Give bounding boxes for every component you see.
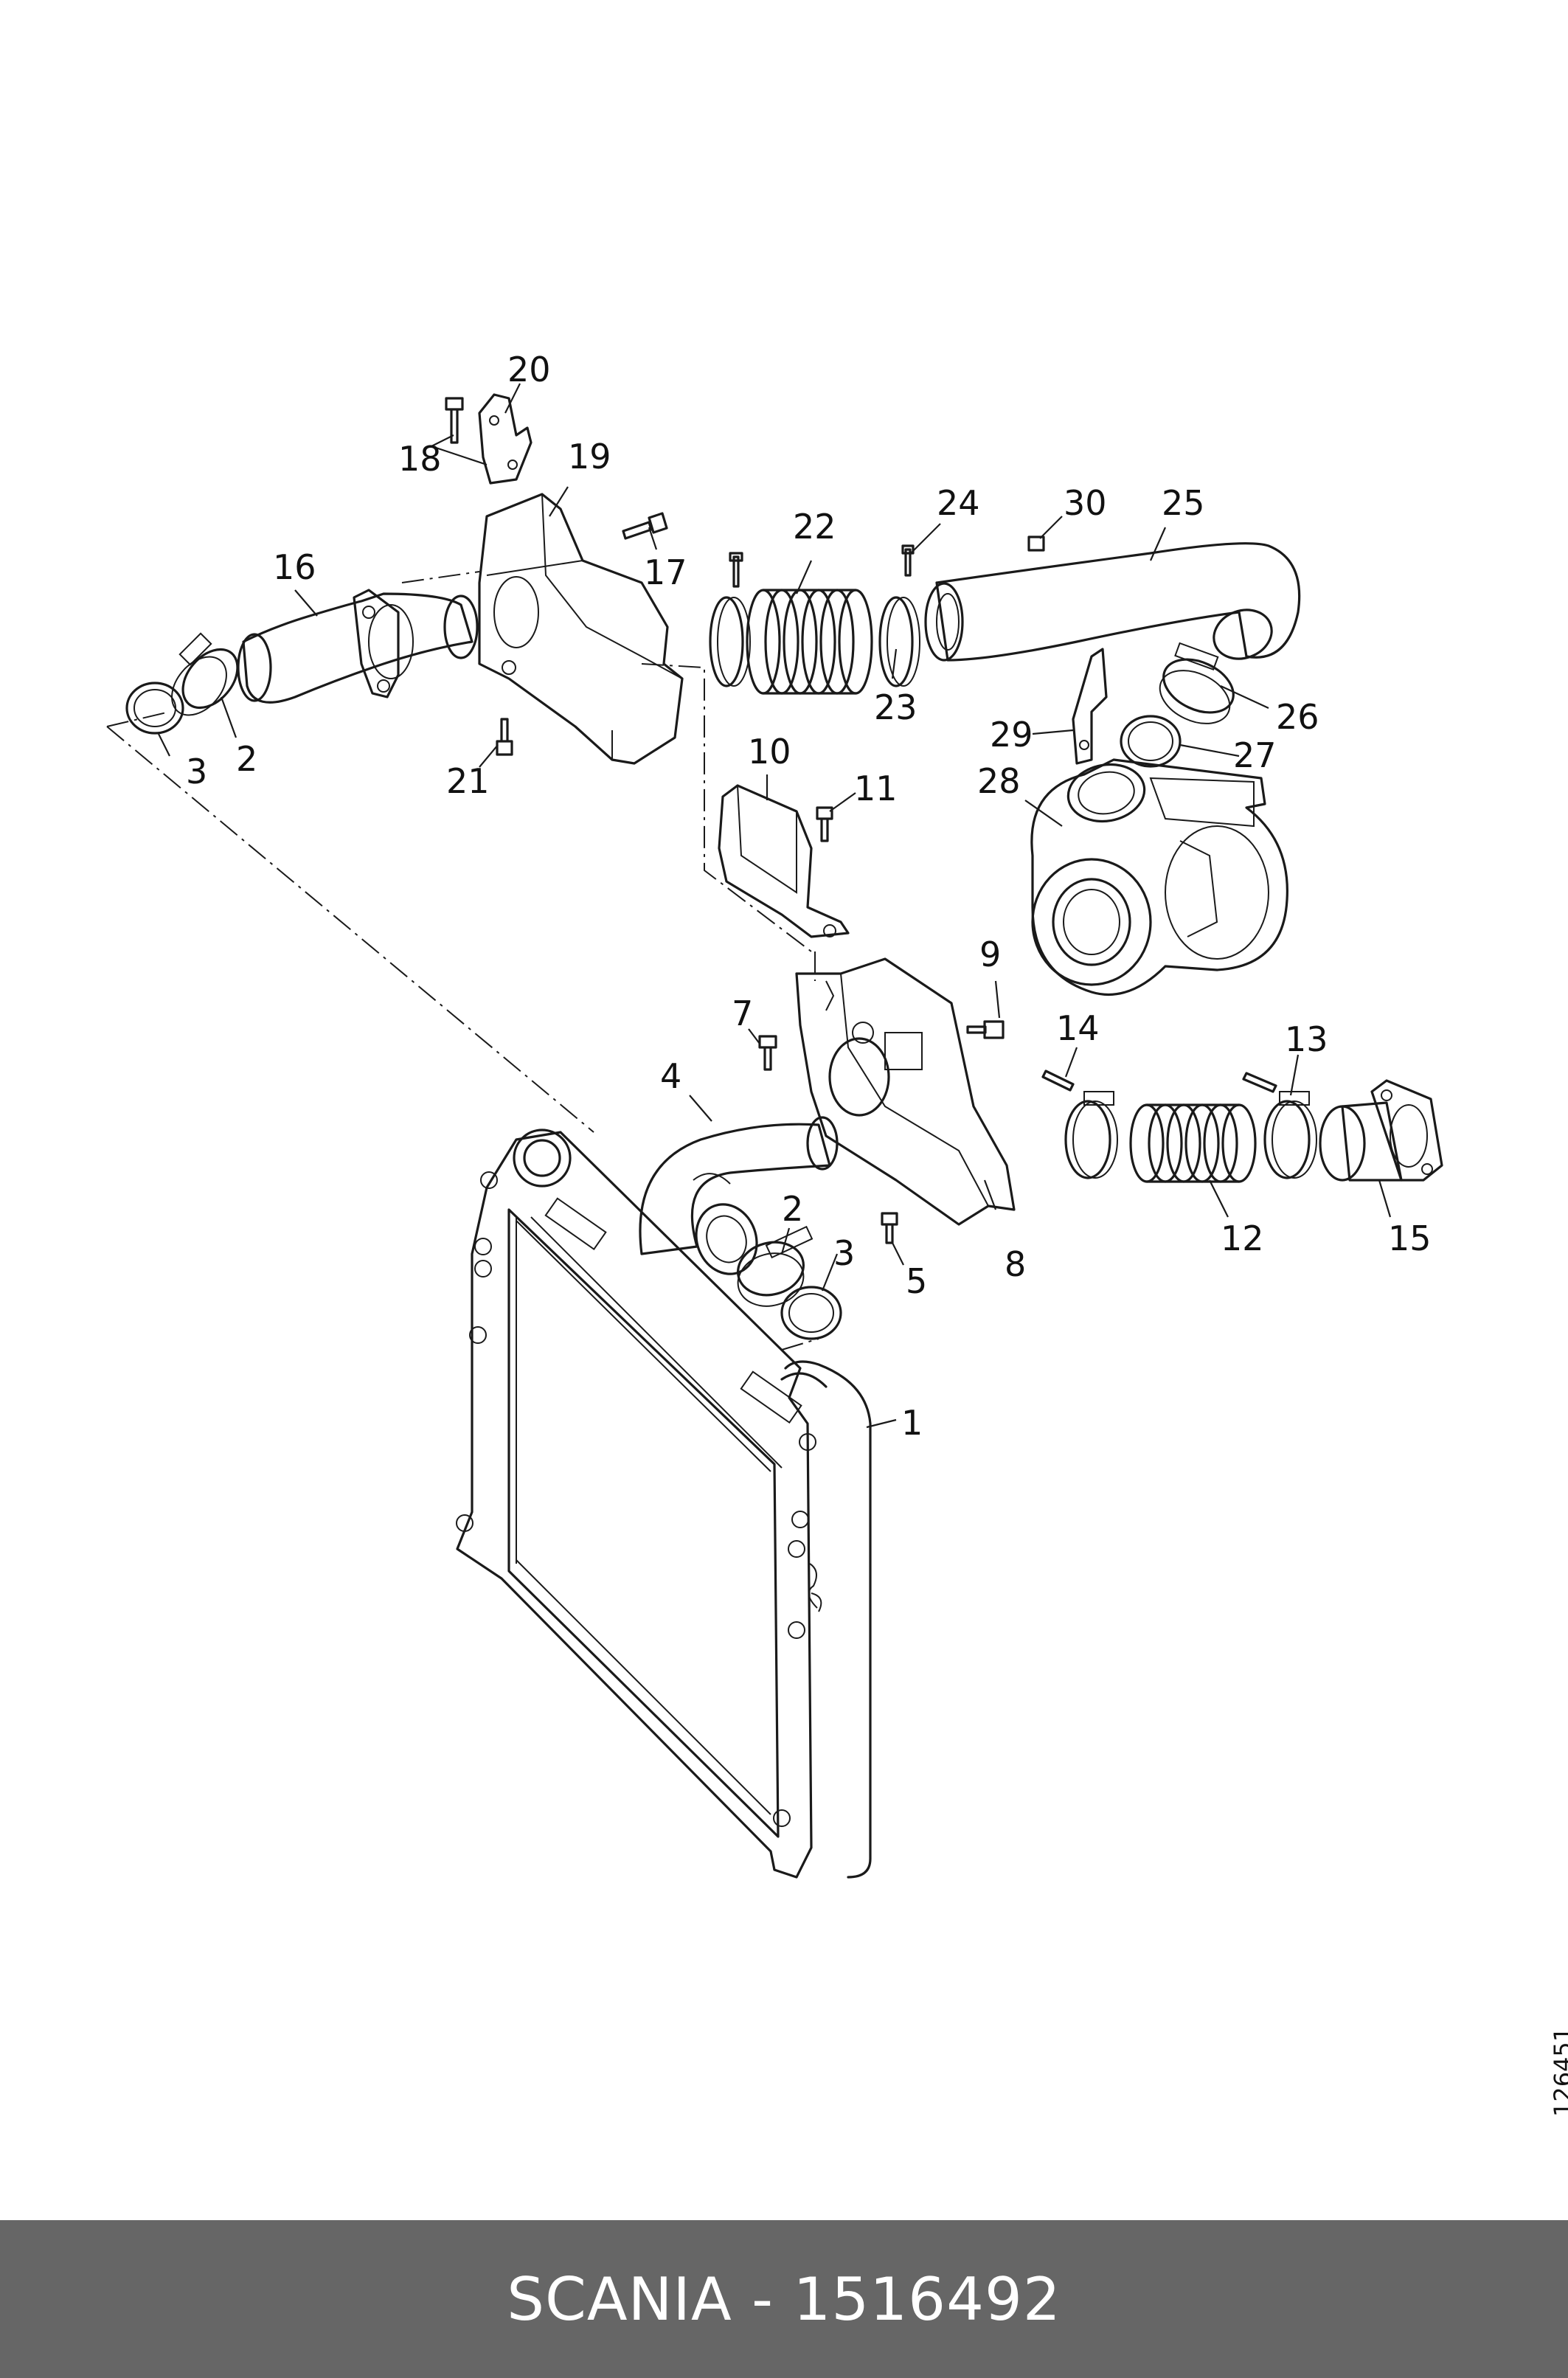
lower-flexible-hose bbox=[1129, 1103, 1257, 1183]
brand-name: SCANIA bbox=[507, 2264, 732, 2334]
callout-7: 7 bbox=[732, 994, 753, 1033]
callout-27: 27 bbox=[1233, 735, 1277, 775]
part-number: 1516492 bbox=[793, 2264, 1061, 2334]
bracket-part-10 bbox=[718, 784, 850, 938]
upper-seal-ring bbox=[125, 682, 184, 735]
callout-12: 12 bbox=[1221, 1219, 1264, 1258]
callout-24: 24 bbox=[937, 483, 980, 523]
turbo-seal-ring bbox=[1120, 715, 1182, 768]
callout-numbers: 1 2 2 3 3 4 5 7 8 9 10 11 12 13 14 15 16… bbox=[186, 350, 1432, 1443]
callout-25: 25 bbox=[1162, 483, 1205, 523]
intercooler-core bbox=[456, 1129, 872, 1879]
callout-13: 13 bbox=[1285, 1019, 1328, 1059]
lower-charge-air-hose bbox=[639, 1116, 839, 1275]
callout-30: 30 bbox=[1064, 483, 1107, 523]
footer-label: SCANIA - 1516492 bbox=[507, 2265, 1061, 2334]
bolts bbox=[445, 397, 1277, 1244]
callout-28: 28 bbox=[977, 761, 1021, 801]
callout-16: 16 bbox=[273, 547, 316, 587]
callout-2: 2 bbox=[236, 739, 257, 779]
callout-26: 26 bbox=[1276, 697, 1319, 737]
callout-15: 15 bbox=[1388, 1219, 1432, 1258]
upper-hose-clamp bbox=[171, 632, 239, 716]
upper-flexible-hose bbox=[746, 589, 873, 695]
callout-3: 3 bbox=[186, 752, 207, 791]
callout-2: 2 bbox=[782, 1189, 803, 1229]
callout-3: 3 bbox=[833, 1233, 855, 1273]
separator: - bbox=[732, 2264, 794, 2334]
turbo-pipe-clamp bbox=[1159, 642, 1235, 724]
leader-lines bbox=[158, 383, 1392, 1429]
flanged-pipe-part-15 bbox=[1319, 1079, 1443, 1182]
footer-bar: SCANIA - 1516492 bbox=[0, 2220, 1568, 2378]
callout-14: 14 bbox=[1056, 1008, 1100, 1048]
callout-10: 10 bbox=[748, 732, 791, 772]
turbo-outlet-pipe bbox=[924, 542, 1301, 662]
callout-5: 5 bbox=[906, 1261, 927, 1301]
upper-heat-shield bbox=[478, 493, 684, 765]
lower-hose-clamps bbox=[1064, 1091, 1317, 1179]
bracket-part-20 bbox=[478, 393, 533, 485]
exploded-parts-diagram: 1 2 2 3 3 4 5 7 8 9 10 11 12 13 14 15 16… bbox=[106, 350, 1443, 1879]
callout-29: 29 bbox=[990, 715, 1033, 755]
upper-charge-air-pipe bbox=[237, 589, 479, 704]
turbocharger bbox=[1030, 758, 1288, 996]
callout-18: 18 bbox=[398, 439, 442, 479]
callout-17: 17 bbox=[644, 552, 687, 592]
callout-21: 21 bbox=[446, 761, 490, 801]
lower-heat-shield bbox=[795, 957, 1016, 1226]
callout-11: 11 bbox=[854, 769, 898, 808]
callout-9: 9 bbox=[979, 935, 1001, 974]
assembly-lines bbox=[106, 571, 819, 1351]
drawing-number: 126451 bbox=[1549, 2026, 1568, 2117]
callout-19: 19 bbox=[568, 437, 611, 476]
callout-1: 1 bbox=[901, 1403, 923, 1443]
callout-4: 4 bbox=[660, 1056, 681, 1096]
lower-seal-ring bbox=[780, 1286, 842, 1340]
callout-8: 8 bbox=[1005, 1244, 1026, 1284]
callout-22: 22 bbox=[793, 507, 836, 547]
callout-23: 23 bbox=[874, 687, 917, 727]
upper-hose-clamps bbox=[709, 596, 920, 687]
bracket-part-29 bbox=[1072, 648, 1108, 765]
callout-20: 20 bbox=[507, 350, 551, 389]
